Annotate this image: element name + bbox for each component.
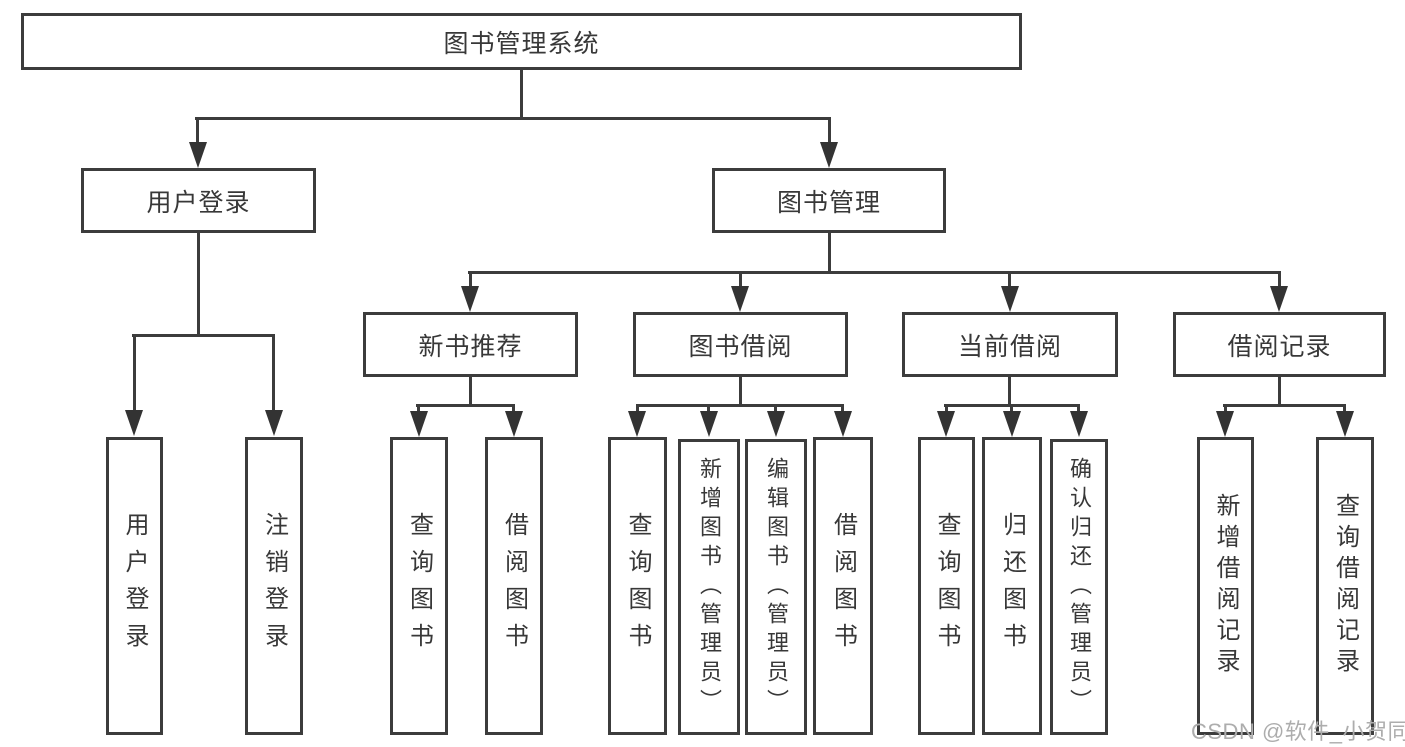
leaf-nb-borrow-books-label: 借阅图书: [500, 512, 528, 660]
connector-line: [520, 70, 523, 117]
connector-line: [1343, 404, 1346, 413]
arrowhead-down-icon: [767, 411, 785, 437]
connector-line: [195, 117, 831, 120]
node-new-book-recommend: 新书推荐: [363, 312, 578, 377]
arrowhead-down-icon: [820, 142, 838, 168]
leaf-logout: 注销登录: [245, 437, 303, 735]
connector-line: [469, 271, 472, 288]
arrowhead-down-icon: [834, 411, 852, 437]
leaf-bb-edit-books-label: 编辑图书（管理员）: [764, 456, 789, 718]
leaf-cb-query-books-label: 查询图书: [933, 512, 960, 660]
connector-line: [841, 404, 844, 413]
connector-line: [1077, 404, 1080, 413]
connector-line: [272, 334, 275, 412]
leaf-bb-add-books-label: 新增图书（管理员）: [697, 456, 722, 718]
connector-line: [636, 404, 844, 407]
connector-line: [774, 404, 777, 413]
connector-line: [468, 271, 1281, 274]
connector-line: [132, 334, 275, 337]
leaf-login-label: 用户登录: [121, 512, 148, 660]
connector-line: [739, 271, 742, 288]
node-current-borrowing-label: 当前借阅: [957, 332, 1062, 361]
connector-line: [1224, 404, 1227, 413]
leaf-bb-borrow-books-label: 借阅图书: [829, 512, 857, 660]
connector-line: [469, 377, 472, 406]
node-book-management-label: 图书管理: [776, 188, 881, 217]
node-user-login: 用户登录: [81, 168, 316, 233]
arrowhead-down-icon: [1336, 411, 1354, 437]
connector-line: [1278, 377, 1281, 406]
node-user-login-label: 用户登录: [146, 188, 251, 217]
connector-line: [739, 377, 742, 406]
leaf-bb-query-books: 查询图书: [608, 437, 667, 735]
node-root: 图书管理系统: [21, 13, 1022, 70]
node-book-borrowing-label: 图书借阅: [688, 332, 793, 361]
connector-line: [828, 117, 831, 144]
leaf-br-query-record: 查询借阅记录: [1316, 437, 1374, 735]
connector-line: [828, 233, 831, 273]
connector-line: [1008, 377, 1011, 406]
connector-line: [636, 404, 639, 413]
leaf-cb-return-books: 归还图书: [982, 437, 1042, 735]
csdn-watermark: CSDN @软件_小贺同学: [1191, 719, 1405, 744]
arrowhead-down-icon: [125, 410, 143, 436]
arrowhead-down-icon: [265, 410, 283, 436]
leaf-login: 用户登录: [106, 437, 163, 735]
leaf-cb-confirm-return-label: 确认归还（管理员）: [1067, 456, 1092, 718]
arrowhead-down-icon: [1270, 286, 1288, 312]
leaf-nb-query-books-label: 查询图书: [405, 512, 433, 660]
leaf-cb-confirm-return: 确认归还（管理员）: [1050, 439, 1108, 735]
arrowhead-down-icon: [189, 142, 207, 168]
leaf-cb-return-books-label: 归还图书: [998, 512, 1026, 660]
connector-line: [417, 404, 420, 413]
node-book-management: 图书管理: [712, 168, 946, 233]
connector-line: [1223, 404, 1346, 407]
leaf-br-query-record-label: 查询借阅记录: [1331, 493, 1359, 679]
node-new-book-recommend-label: 新书推荐: [418, 332, 523, 361]
leaf-br-add-record-label: 新增借阅记录: [1212, 493, 1239, 679]
arrowhead-down-icon: [410, 411, 428, 437]
leaf-nb-borrow-books: 借阅图书: [485, 437, 543, 735]
arrowhead-down-icon: [505, 411, 523, 437]
arrowhead-down-icon: [1216, 411, 1234, 437]
arrowhead-down-icon: [461, 286, 479, 312]
arrowhead-down-icon: [1003, 411, 1021, 437]
arrowhead-down-icon: [937, 411, 955, 437]
leaf-cb-query-books: 查询图书: [918, 437, 975, 735]
connector-line: [512, 404, 515, 413]
leaf-bb-query-books-label: 查询图书: [624, 512, 651, 660]
node-book-borrowing: 图书借阅: [633, 312, 848, 377]
connector-line: [1010, 404, 1013, 413]
arrowhead-down-icon: [1070, 411, 1088, 437]
leaf-nb-query-books: 查询图书: [390, 437, 448, 735]
connector-line: [1278, 271, 1281, 288]
connector-line: [196, 117, 199, 144]
connector-line: [416, 404, 515, 407]
node-borrowing-records-label: 借阅记录: [1227, 332, 1332, 361]
connector-line: [707, 404, 710, 413]
node-borrowing-records: 借阅记录: [1173, 312, 1386, 377]
connector-line: [197, 233, 200, 336]
leaf-logout-label: 注销登录: [260, 512, 288, 660]
node-root-label: 图书管理系统: [443, 29, 600, 58]
arrowhead-down-icon: [731, 286, 749, 312]
node-current-borrowing: 当前借阅: [902, 312, 1118, 377]
connector-line: [133, 334, 136, 412]
arrowhead-down-icon: [628, 411, 646, 437]
leaf-br-add-record: 新增借阅记录: [1197, 437, 1254, 735]
connector-line: [1008, 271, 1011, 288]
leaf-bb-edit-books: 编辑图书（管理员）: [745, 439, 807, 735]
connector-line: [945, 404, 948, 413]
leaf-bb-add-books: 新增图书（管理员）: [678, 439, 740, 735]
arrowhead-down-icon: [700, 411, 718, 437]
leaf-bb-borrow-books: 借阅图书: [813, 437, 873, 735]
arrowhead-down-icon: [1001, 286, 1019, 312]
